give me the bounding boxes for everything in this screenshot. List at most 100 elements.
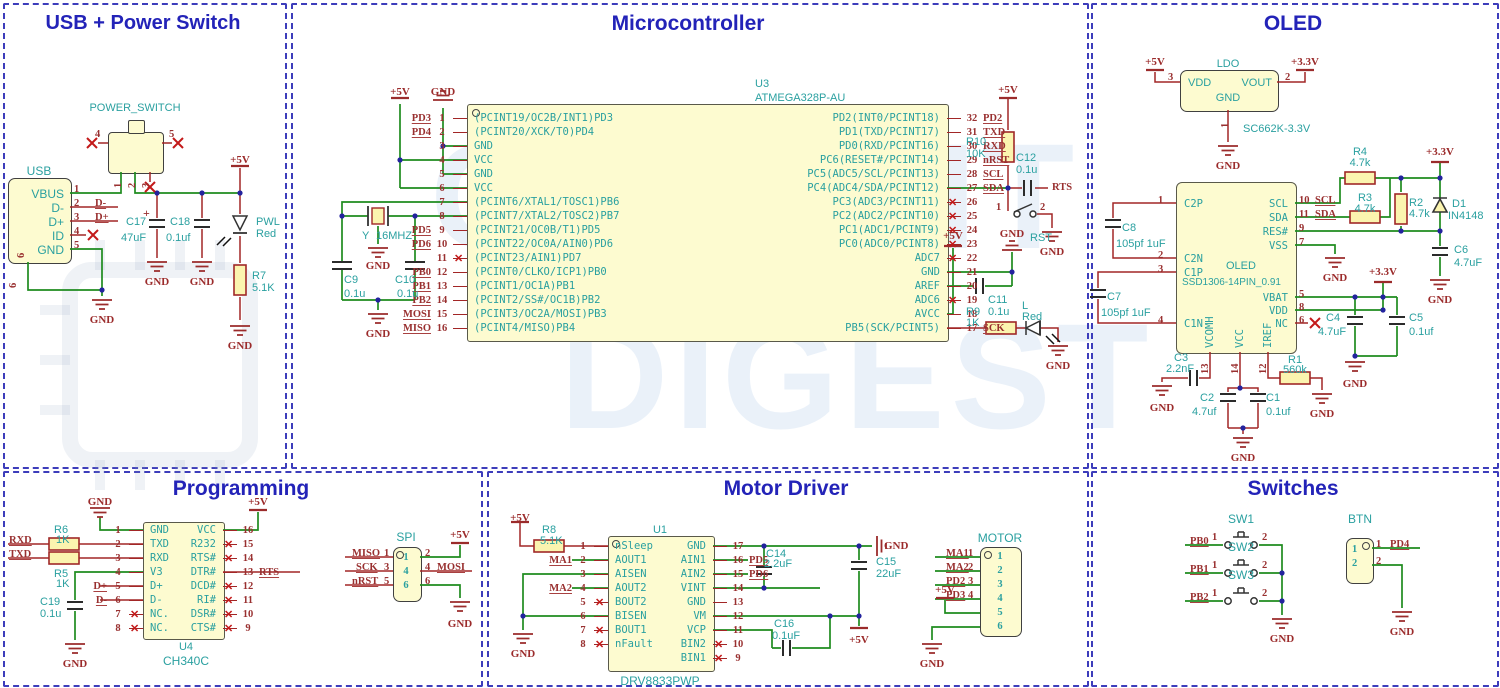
pin-stub: ✕ bbox=[223, 609, 237, 621]
pin-name: DSR# bbox=[190, 608, 216, 620]
pin-row: MISO 16 ✕ (PCINT4/MISO)PB4 bbox=[395, 321, 785, 335]
sw-pin-num: 2 bbox=[1262, 588, 1268, 599]
drv8833-right-pins: GND ✕ 17 AIN1 ✕ 16 PD5 AIN2 ✕ 15 PD6 VIN… bbox=[610, 539, 785, 665]
motor-inner-num: 5 bbox=[997, 607, 1003, 618]
pin-number: 32 bbox=[966, 112, 978, 124]
pin-name: VCC bbox=[197, 524, 216, 536]
pin-row: AIN1 ✕ 16 PD5 bbox=[610, 553, 785, 567]
c8-val: 105pf 1uF bbox=[1116, 238, 1166, 250]
pin-name: AIN2 bbox=[680, 568, 706, 580]
pin-stub: ✕ bbox=[947, 295, 961, 307]
gnd-label: GND bbox=[144, 276, 170, 288]
net-label: SCL bbox=[983, 168, 1004, 180]
gnd-label: GND bbox=[919, 658, 945, 670]
pin-name: PC6(RESET#/PCINT14) bbox=[819, 154, 940, 166]
gnd-label: GND bbox=[1309, 408, 1335, 420]
spi-pin-num: 2 bbox=[425, 548, 431, 559]
motor-pin-num: 4 bbox=[968, 590, 974, 601]
pin-stub: ✕ bbox=[453, 173, 467, 175]
c1-val: 0.1uf bbox=[1266, 406, 1291, 418]
pin-number: 12 bbox=[242, 580, 254, 592]
pin-number: 12 bbox=[732, 610, 744, 622]
pin-name: PD2(INT0/PCINT18) bbox=[832, 112, 940, 124]
gnd-label: GND bbox=[365, 260, 391, 272]
gnd-label: GND bbox=[1149, 402, 1175, 414]
r10-ref: R10 bbox=[966, 136, 987, 148]
pin-row: AREF ✕ 20 bbox=[640, 279, 1019, 293]
pin-name: AVCC bbox=[914, 308, 940, 320]
xtal-ref: Y bbox=[362, 230, 370, 242]
pin-row: ADC7 ✕ 22 bbox=[640, 251, 1019, 265]
r6-val: 1K bbox=[56, 534, 70, 546]
pin-stub: ✕ bbox=[453, 327, 467, 329]
pin-number: 19 bbox=[966, 294, 978, 306]
pin-stub: ✕ bbox=[594, 573, 608, 575]
pin-stub: ✕ bbox=[453, 299, 467, 301]
net-label: SCK bbox=[356, 562, 378, 573]
pin-name: VCP bbox=[687, 624, 706, 636]
pin-stub: ✕ bbox=[129, 585, 143, 587]
pin-stub: ✕ bbox=[594, 639, 608, 651]
p3v3-flag: +3.3V bbox=[1291, 56, 1319, 68]
pin-stub: ✕ bbox=[713, 639, 727, 651]
pin-number: 2 bbox=[580, 554, 586, 566]
pin-name: RI# bbox=[197, 594, 216, 606]
btn-inner-num: 2 bbox=[1352, 558, 1358, 569]
pin-number: 15 bbox=[732, 568, 744, 580]
btn-pin-num: 1 bbox=[1376, 539, 1382, 550]
pin-number: 23 bbox=[966, 238, 978, 250]
sw2-name: SW2 bbox=[1227, 540, 1255, 554]
pin-row: VM ✕ 12 bbox=[610, 609, 785, 623]
pin-row: VCC ✕ 16 bbox=[145, 523, 295, 537]
pin-number: 28 bbox=[966, 168, 978, 180]
gnd-label: GND bbox=[510, 648, 536, 660]
pin-stub: ✕ bbox=[223, 553, 237, 565]
pin-number: 8 bbox=[439, 210, 445, 222]
pin-name: BIN1 bbox=[680, 652, 706, 664]
pin-number: 2 bbox=[439, 126, 445, 138]
r7-val: 5.1K bbox=[252, 282, 275, 294]
pin-number: 7 bbox=[115, 608, 121, 620]
pin-stub: ✕ bbox=[713, 545, 727, 547]
c9-ref: C9 bbox=[344, 274, 359, 286]
pwl-ref: PWL bbox=[256, 216, 280, 228]
c15-val: 22uF bbox=[876, 568, 902, 580]
pin-stub: ✕ bbox=[129, 599, 143, 601]
switches-title: Switches bbox=[1247, 477, 1339, 500]
ch340c-part: CH340C bbox=[162, 654, 210, 668]
spi-pin-num: 1 bbox=[384, 548, 390, 559]
no-connect-icon: ✕ bbox=[948, 252, 958, 265]
pin-stub: ✕ bbox=[947, 327, 961, 329]
oled-pin-num: 2 bbox=[1158, 250, 1164, 261]
spi-inner-num: 1 bbox=[403, 552, 409, 563]
net-label: PD2 bbox=[983, 112, 1003, 124]
c6-val: 4.7uF bbox=[1454, 257, 1483, 269]
pin-name: DTR# bbox=[190, 566, 216, 578]
usb-pin6-inner: 6 bbox=[16, 252, 27, 258]
pin-number: 25 bbox=[966, 210, 978, 222]
oled-pin-num: 13 bbox=[1200, 363, 1211, 375]
net-label-dp: D+ bbox=[95, 212, 109, 223]
spi-pin-num: 4 bbox=[425, 562, 431, 573]
pin-number: 20 bbox=[966, 280, 978, 292]
motor-title: Motor Driver bbox=[723, 477, 849, 500]
motor-pin1-marker bbox=[984, 551, 992, 559]
c6-ref: C6 bbox=[1454, 244, 1469, 256]
pin-stub: ✕ bbox=[947, 313, 961, 315]
pin-row: PC3(ADC3/PCINT11) ✕ 26 bbox=[640, 195, 1019, 209]
spi-inner-num: 6 bbox=[403, 580, 409, 591]
pin-stub: ✕ bbox=[713, 653, 727, 665]
pin-name: ADC7 bbox=[914, 252, 940, 264]
rst-sw-name: RST bbox=[1030, 232, 1052, 244]
usb-pin-number: 3 bbox=[74, 212, 80, 223]
gnd-flag: GND bbox=[87, 496, 113, 508]
pin-number: 26 bbox=[966, 196, 978, 208]
c1-ref: C1 bbox=[1266, 392, 1281, 404]
btn-inner-num: 1 bbox=[1352, 544, 1358, 555]
drv8833-ref: U1 bbox=[652, 524, 668, 536]
gnd-label: GND bbox=[1322, 272, 1348, 284]
net-label: MA1 bbox=[946, 548, 969, 559]
pin-name: (PCINT4/MISO)PB4 bbox=[474, 322, 576, 334]
panel-motor bbox=[487, 471, 1089, 687]
pin-stub: ✕ bbox=[713, 573, 727, 575]
